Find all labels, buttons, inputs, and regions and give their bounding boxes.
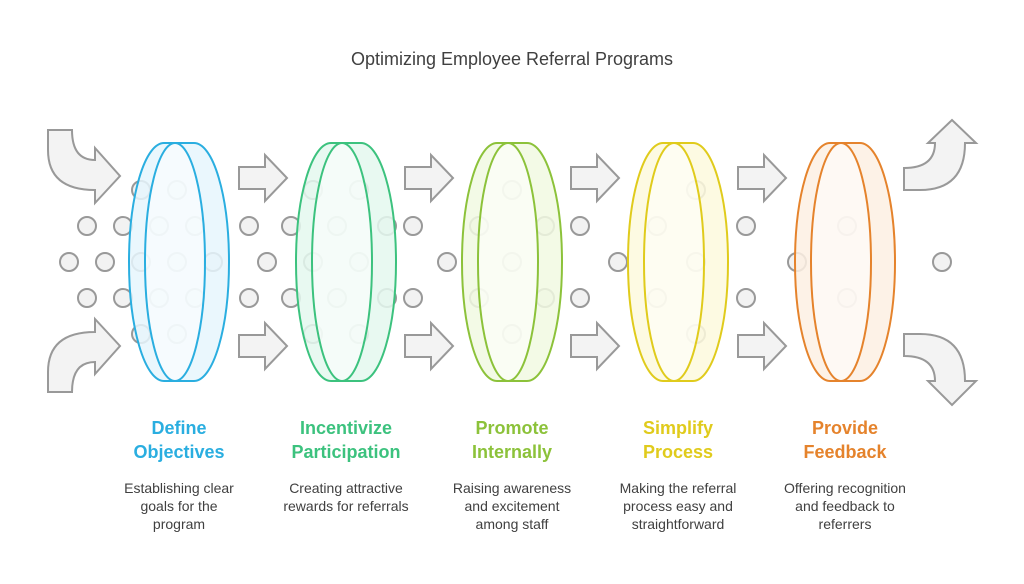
right-arrow-icon bbox=[570, 320, 621, 372]
description-line: Making the referral bbox=[619, 480, 737, 496]
dot bbox=[437, 252, 457, 272]
stage-title-line: Objectives bbox=[133, 442, 225, 462]
curved-arrow-in-bottom-icon bbox=[47, 316, 122, 393]
right-arrow-icon bbox=[404, 152, 455, 204]
stage-title-line: Feedback bbox=[803, 442, 887, 462]
stage-description-2: Creating attractive rewards for referrals bbox=[261, 479, 431, 515]
description-line: among staff bbox=[475, 516, 549, 532]
curved-arrow-out-bottom-icon bbox=[903, 333, 979, 407]
ring-inner-edge bbox=[144, 142, 206, 382]
dot bbox=[570, 288, 590, 308]
dot bbox=[736, 216, 756, 236]
description-line: Creating attractive bbox=[289, 480, 403, 496]
dot bbox=[932, 252, 952, 272]
ring-inner-edge bbox=[810, 142, 872, 382]
stage-ring-1 bbox=[128, 142, 230, 382]
description-line: Offering recognition bbox=[784, 480, 906, 496]
stage-title-line: Define bbox=[151, 418, 207, 438]
description-line: goals for the bbox=[140, 498, 218, 514]
stage-title-line: Promote bbox=[475, 418, 549, 438]
stage-ring-3 bbox=[461, 142, 563, 382]
right-arrow-icon bbox=[238, 152, 289, 204]
curved-arrow-out-top-icon bbox=[903, 118, 979, 191]
curved-arrow-in-top-icon bbox=[47, 129, 122, 206]
description-line: Establishing clear bbox=[124, 480, 234, 496]
right-arrow-icon bbox=[570, 152, 621, 204]
right-arrow-icon bbox=[737, 152, 788, 204]
ring-inner-edge bbox=[477, 142, 539, 382]
stage-description-4: Making the referral process easy and strai… bbox=[593, 479, 763, 533]
diagram-title: Optimizing Employee Referral Programs bbox=[350, 49, 674, 69]
right-arrow-icon bbox=[404, 320, 455, 372]
stage-title-line: Process bbox=[642, 442, 714, 462]
right-arrow-icon bbox=[238, 320, 289, 372]
stage-title-line: Provide bbox=[811, 418, 879, 438]
ring-inner-edge bbox=[643, 142, 705, 382]
stage-title-line: Participation bbox=[291, 442, 401, 462]
stage-ring-4 bbox=[627, 142, 729, 382]
description-line: and feedback to bbox=[795, 498, 895, 514]
stage-title-line: Incentivize bbox=[299, 418, 393, 438]
dot bbox=[95, 252, 115, 272]
description-line: program bbox=[152, 516, 206, 532]
stage-description-3: Raising awareness and excitement among sta… bbox=[427, 479, 597, 533]
dot bbox=[608, 252, 628, 272]
right-arrow-icon bbox=[737, 320, 788, 372]
stage-ring-5 bbox=[794, 142, 896, 382]
stage-title-line: Simplify bbox=[642, 418, 713, 438]
description-line: referrers bbox=[818, 516, 872, 532]
stage-description-5: Offering recognition and feedback to refer… bbox=[760, 479, 930, 533]
dot bbox=[570, 216, 590, 236]
description-line: and excitement bbox=[464, 498, 560, 514]
dot bbox=[77, 288, 97, 308]
ring-inner-edge bbox=[311, 142, 373, 382]
description-line: Raising awareness bbox=[452, 480, 572, 496]
stage-description-1: Establishing clear goals for the program bbox=[94, 479, 264, 533]
dot bbox=[403, 216, 423, 236]
dot bbox=[239, 216, 259, 236]
stage-title-line: Internally bbox=[471, 442, 553, 462]
dot bbox=[59, 252, 79, 272]
dot bbox=[257, 252, 277, 272]
description-line: rewards for referrals bbox=[283, 498, 409, 514]
dot bbox=[239, 288, 259, 308]
dot bbox=[736, 288, 756, 308]
description-line: process easy and bbox=[623, 498, 733, 514]
dot bbox=[403, 288, 423, 308]
description-line: straightforward bbox=[631, 516, 725, 532]
stage-ring-2 bbox=[295, 142, 397, 382]
dot bbox=[77, 216, 97, 236]
